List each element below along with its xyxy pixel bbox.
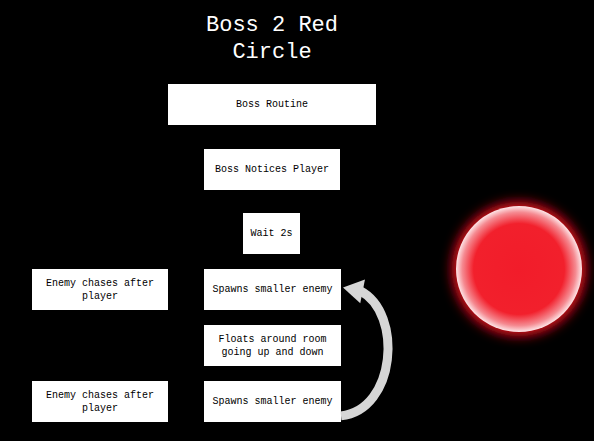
box-label: Enemy chases after player	[38, 389, 162, 415]
box-label: Wait 2s	[250, 227, 292, 240]
box-label: Spawns smaller enemy	[212, 283, 332, 296]
process-box: Spawns smaller enemy	[204, 269, 341, 310]
process-box: Enemy chases after player	[32, 381, 168, 422]
box-label: Boss Notices Player	[215, 163, 329, 176]
process-box: Spawns smaller enemy	[204, 381, 341, 422]
loop-arrow	[341, 280, 388, 416]
circle-glow	[452, 202, 586, 336]
red-circle	[456, 206, 582, 332]
box-label: Enemy chases after player	[38, 277, 162, 303]
process-box: Boss Routine	[168, 84, 376, 125]
process-box: Floats around room going up and down	[204, 325, 341, 366]
process-box: Boss Notices Player	[204, 149, 340, 190]
process-box: Wait 2s	[243, 213, 300, 254]
box-label: Floats around room going up and down	[210, 333, 335, 359]
box-label: Spawns smaller enemy	[212, 395, 332, 408]
process-box: Enemy chases after player	[32, 269, 168, 310]
arrow-shaft	[341, 291, 388, 416]
box-label: Boss Routine	[236, 98, 308, 111]
diagram-title: Boss 2 Red Circle	[197, 12, 347, 66]
arrow-head	[343, 280, 365, 304]
